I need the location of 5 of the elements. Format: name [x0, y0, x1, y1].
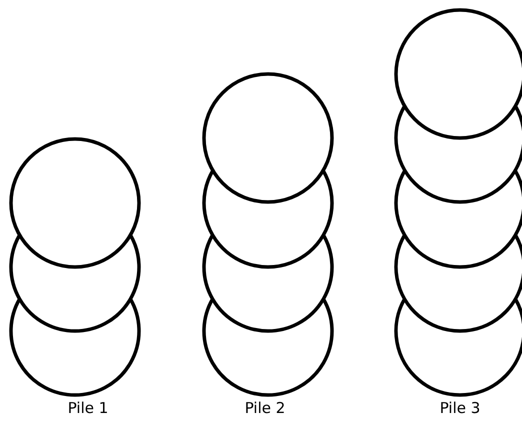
pile-label: Pile 1: [68, 399, 108, 417]
circle: [202, 72, 334, 204]
pile-label: Pile 3: [440, 399, 480, 417]
circle: [9, 137, 141, 269]
pile-label: Pile 2: [244, 399, 286, 417]
